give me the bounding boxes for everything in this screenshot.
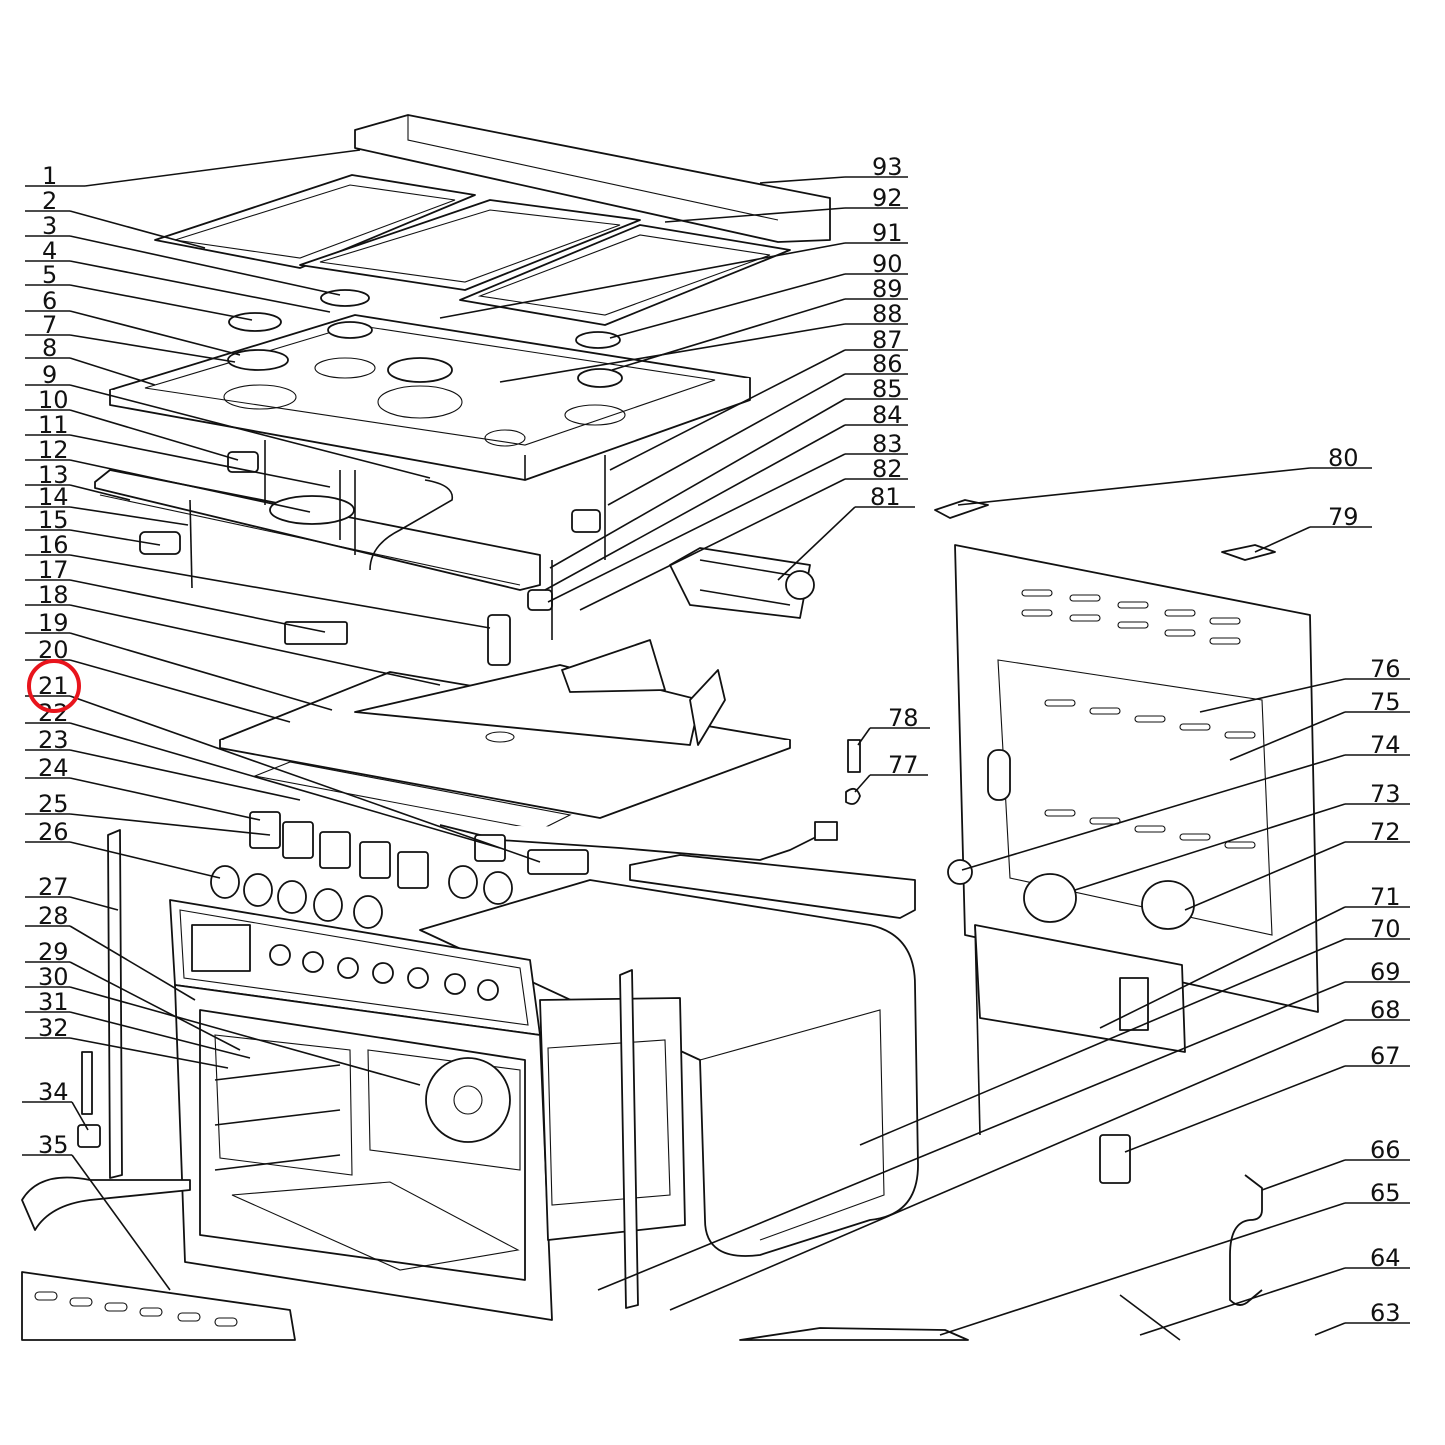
- label: 73: [1370, 780, 1401, 808]
- label: 83: [872, 430, 903, 458]
- label: 7: [42, 311, 57, 339]
- label: 26: [38, 818, 69, 846]
- label: 15: [38, 506, 69, 534]
- oven-body-part: [419, 854, 919, 1257]
- label: 24: [38, 754, 69, 782]
- label: 18: [38, 581, 69, 609]
- label: 76: [1370, 655, 1401, 683]
- label: 8: [42, 334, 57, 362]
- side-rail-left-part: [107, 829, 123, 1179]
- label: 89: [872, 275, 903, 303]
- diagram-drawing: [21, 114, 1319, 1341]
- label: 88: [872, 300, 903, 328]
- label: 31: [38, 988, 69, 1016]
- label: 14: [38, 483, 69, 511]
- label: 34: [38, 1078, 69, 1106]
- labels-left: 1 2 3 4 5 6 7 8 9 10 11 12 13 14 15 16 1…: [38, 162, 69, 1159]
- label: 30: [38, 963, 69, 991]
- label: 16: [38, 531, 69, 559]
- side-rail-right-part: [619, 969, 639, 1309]
- label: 25: [38, 790, 69, 818]
- label: 11: [38, 411, 69, 439]
- fan-motor-part: [669, 547, 815, 619]
- hob-plate-part: [109, 314, 751, 481]
- label: 64: [1370, 1244, 1401, 1272]
- control-knobs-part: [210, 811, 589, 929]
- label: 28: [38, 902, 69, 930]
- gas-rail-part: [94, 469, 541, 591]
- label: 72: [1370, 818, 1401, 846]
- label: 75: [1370, 688, 1401, 716]
- label: 85: [872, 375, 903, 403]
- label: 74: [1370, 731, 1401, 759]
- label: 29: [38, 938, 69, 966]
- clip-77-part: [845, 787, 861, 805]
- gas-valves-part: [139, 440, 606, 640]
- label: 92: [872, 184, 903, 212]
- label: 19: [38, 609, 69, 637]
- label: 91: [872, 219, 903, 247]
- vent-slots: [1021, 589, 1256, 849]
- label: 66: [1370, 1136, 1401, 1164]
- back-panel-part: [947, 544, 1319, 1136]
- control-panel-part: [169, 899, 541, 1036]
- label: 2: [42, 187, 57, 215]
- label: 82: [872, 455, 903, 483]
- label: 4: [42, 237, 57, 265]
- cartridge-part: [1099, 1134, 1131, 1184]
- label: 90: [872, 250, 903, 278]
- highlight-circle: [27, 659, 81, 713]
- labels-right: 93 92 91 90 89 88 87 86 85 84 83 82 81 8…: [870, 153, 1401, 1327]
- label: 23: [38, 726, 69, 754]
- pan-supports-part: [154, 174, 791, 326]
- label: 10: [38, 386, 69, 414]
- label: 67: [1370, 1042, 1401, 1070]
- label: 77: [888, 751, 919, 779]
- label: 79: [1328, 503, 1359, 531]
- label: 80: [1328, 444, 1359, 472]
- label: 69: [1370, 958, 1401, 986]
- label: 32: [38, 1014, 69, 1042]
- label: 70: [1370, 915, 1401, 943]
- label: 22: [38, 699, 69, 727]
- bracket-78-part: [847, 739, 861, 773]
- label: 1: [42, 162, 57, 190]
- label: 93: [872, 153, 903, 181]
- sleeve-part: [487, 614, 511, 666]
- oven-front-part: [174, 984, 686, 1321]
- label: 17: [38, 556, 69, 584]
- label: 35: [38, 1131, 69, 1159]
- label: 3: [42, 212, 57, 240]
- bracket-80-part: [934, 499, 989, 519]
- label: 6: [42, 287, 57, 315]
- label: 12: [38, 436, 69, 464]
- label: 81: [870, 483, 901, 511]
- label: 63: [1370, 1299, 1401, 1327]
- label: 65: [1370, 1179, 1401, 1207]
- label: 71: [1370, 883, 1401, 911]
- label: 5: [42, 261, 57, 289]
- label: 68: [1370, 996, 1401, 1024]
- label: 9: [42, 361, 57, 389]
- label: 84: [872, 401, 903, 429]
- label: 87: [872, 326, 903, 354]
- label: 78: [888, 704, 919, 732]
- label: 86: [872, 350, 903, 378]
- front-panel-fragment-part: [21, 1271, 296, 1341]
- label: 13: [38, 461, 69, 489]
- top-cover-part: [219, 639, 791, 819]
- power-cord-part: [1229, 1174, 1263, 1306]
- label: 27: [38, 873, 69, 901]
- label-21-highlighted: 21: [38, 672, 69, 700]
